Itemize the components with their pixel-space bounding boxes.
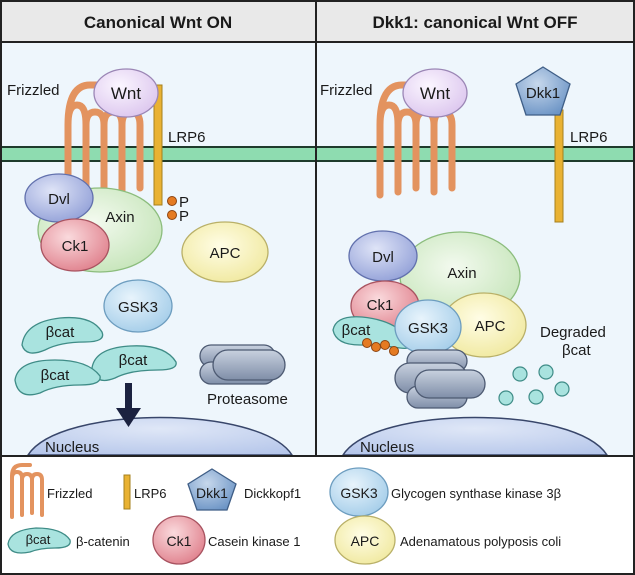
legend-lrp6-label: LRP6 bbox=[134, 486, 167, 501]
panel-wnt-on: Canonical Wnt ON Nucleus Frizzled LRP6 W… bbox=[2, 2, 315, 456]
cell-membrane bbox=[317, 146, 633, 162]
proteasome-icon bbox=[199, 344, 286, 385]
dkk1-icon bbox=[515, 66, 571, 116]
dkk1-label: Dkk1 bbox=[526, 85, 560, 102]
beta-catenin-icon bbox=[91, 345, 177, 382]
legend-item-bcat: βcat β-catenin bbox=[7, 527, 130, 554]
nucleus-icon bbox=[26, 416, 294, 456]
panel-header-bg bbox=[317, 2, 633, 42]
degraded-label: Degraded bbox=[540, 324, 606, 341]
degraded-label-bcat: βcat bbox=[562, 342, 591, 359]
legend: Frizzled LRP6 Dkk1 Dickkopf1 GSK3 Glycog… bbox=[7, 463, 561, 565]
ck1-icon bbox=[152, 515, 206, 565]
dvl-label: Dvl bbox=[372, 249, 394, 266]
frizzled-receptor-icon bbox=[64, 81, 144, 199]
panel-wnt-off: Dkk1: canonical Wnt OFF Nucleus Frizzled… bbox=[317, 2, 633, 456]
wnt-ligand-icon bbox=[402, 68, 468, 118]
legend-gsk3-abbr: GSK3 bbox=[340, 485, 378, 501]
legend-item-lrp6: LRP6 bbox=[123, 474, 167, 510]
legend-gsk3-label: Glycogen synthase kinase 3β bbox=[391, 486, 561, 501]
bcat-label: βcat bbox=[41, 367, 70, 384]
bcat-label: βcat bbox=[119, 352, 148, 369]
phospho-label: P bbox=[179, 194, 189, 211]
frizzled-label: Frizzled bbox=[320, 82, 373, 99]
legend-bcat-label: β-catenin bbox=[76, 534, 130, 549]
ck1-label: Ck1 bbox=[62, 238, 89, 255]
nucleus-icon bbox=[341, 416, 609, 456]
axin-label: Axin bbox=[447, 265, 476, 282]
frizzled-label: Frizzled bbox=[7, 82, 60, 99]
phosphate-icon bbox=[167, 210, 177, 220]
apc-label: APC bbox=[210, 245, 241, 262]
proteasome-label: Proteasome bbox=[207, 391, 288, 408]
legend-item-dkk1: Dkk1 Dickkopf1 bbox=[187, 468, 301, 511]
lrp6-label: LRP6 bbox=[168, 129, 206, 146]
panel-header-bg bbox=[2, 2, 315, 42]
legend-apc-abbr: APC bbox=[351, 533, 380, 549]
beta-catenin-icon bbox=[14, 359, 101, 396]
wnt-label: Wnt bbox=[420, 84, 451, 103]
legend-frizzled-label: Frizzled bbox=[47, 486, 93, 501]
beta-catenin-icon bbox=[21, 316, 104, 354]
bcat-icon bbox=[7, 527, 71, 554]
nucleus-label: Nucleus bbox=[45, 439, 99, 456]
lrp6-receptor-icon bbox=[153, 84, 163, 206]
gsk3-icon bbox=[103, 279, 173, 333]
lrp6-receptor-icon bbox=[554, 109, 564, 223]
legend-item-ck1: Ck1 Casein kinase 1 bbox=[152, 515, 301, 565]
bcat-label: βcat bbox=[342, 322, 371, 339]
dvl-label: Dvl bbox=[48, 191, 70, 208]
apc-icon bbox=[181, 221, 269, 283]
ck1-label: Ck1 bbox=[367, 297, 394, 314]
panel-title: Dkk1: canonical Wnt OFF bbox=[373, 13, 578, 32]
nucleus-label: Nucleus bbox=[360, 439, 414, 456]
phosphate-icon bbox=[167, 196, 177, 206]
lrp6-label: LRP6 bbox=[570, 129, 608, 146]
frizzled-receptor-icon bbox=[376, 81, 456, 199]
legend-ck1-label: Casein kinase 1 bbox=[208, 534, 301, 549]
legend-dkk1-abbr: Dkk1 bbox=[196, 485, 228, 501]
bcat-label: βcat bbox=[46, 324, 75, 341]
frizzled-icon bbox=[10, 463, 44, 519]
degraded-bcat-fragments-icon bbox=[498, 364, 570, 406]
panel-title: Canonical Wnt ON bbox=[84, 13, 232, 32]
apc-label: APC bbox=[475, 318, 506, 335]
axin-label: Axin bbox=[105, 209, 134, 226]
gsk3-label: GSK3 bbox=[118, 299, 158, 316]
gsk3-label: GSK3 bbox=[408, 320, 448, 337]
apc-icon bbox=[334, 515, 396, 565]
legend-ck1-abbr: Ck1 bbox=[167, 533, 192, 549]
wnt-label: Wnt bbox=[111, 84, 142, 103]
legend-item-apc: APC Adenamatous polyposis coli bbox=[334, 515, 561, 565]
legend-apc-label: Adenamatous polyposis coli bbox=[400, 534, 561, 549]
proteasome-icon bbox=[394, 349, 486, 409]
dkk1-icon bbox=[187, 468, 237, 511]
lrp6-icon bbox=[123, 474, 131, 510]
phosphate-chain-icon bbox=[362, 338, 399, 356]
wnt-ligand-icon bbox=[93, 68, 159, 118]
phospho-label: P bbox=[179, 208, 189, 225]
legend-bcat-abbr: βcat bbox=[26, 532, 51, 547]
legend-item-frizzled: Frizzled bbox=[10, 463, 93, 519]
nuclear-translocation-arrow-icon bbox=[116, 383, 141, 427]
legend-item-gsk3: GSK3 Glycogen synthase kinase 3β bbox=[329, 467, 561, 517]
legend-dkk1-label: Dickkopf1 bbox=[244, 486, 301, 501]
ck1-icon bbox=[40, 218, 110, 272]
